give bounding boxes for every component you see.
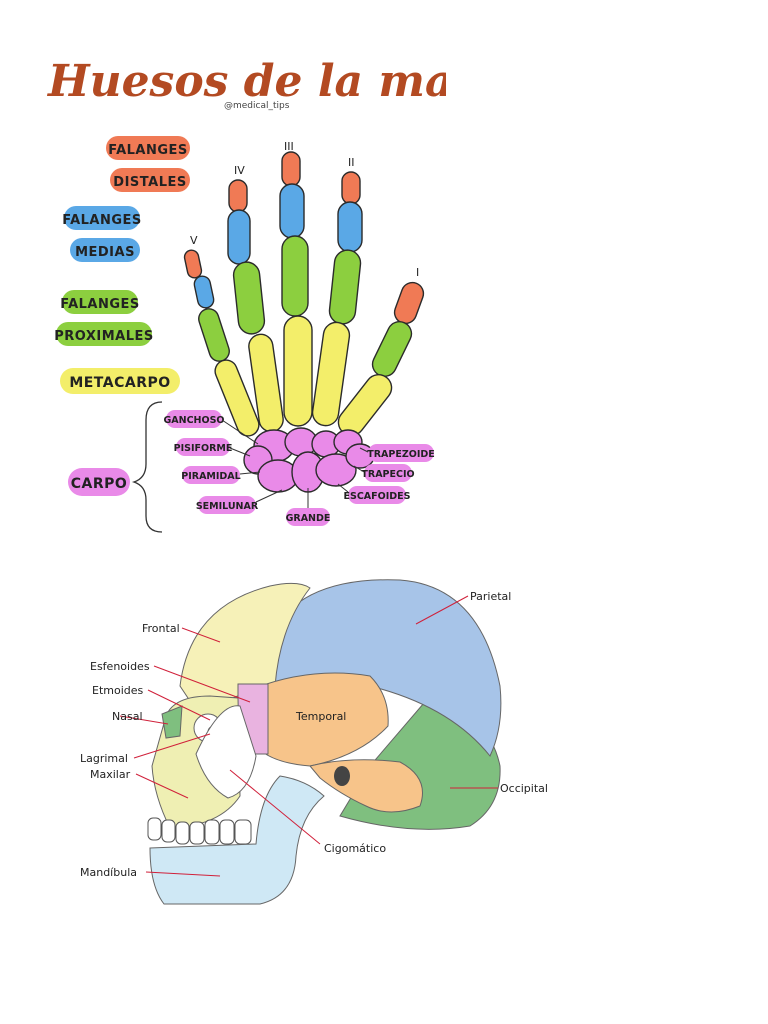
legend-metacarpo-label: METACARPO: [69, 375, 170, 391]
skull-leader-lines: [119, 595, 498, 877]
label-occipital: Occipital: [500, 782, 548, 795]
label-escafoides: ESCAFOIDES: [344, 491, 411, 502]
carpal-labels: GANCHOSO PISIFORME PIRAMIDAL SEMILUNAR G…: [163, 410, 435, 526]
legend-falanges-2: FALANGES: [62, 213, 142, 228]
label-trapezoide: TRAPEZOIDE: [367, 449, 434, 460]
legend-distales: DISTALES: [113, 175, 186, 190]
numeral-v: V: [190, 234, 198, 247]
legend-falanges-1: FALANGES: [108, 143, 188, 158]
hand-svg: Huesos de la mano @medical_tips FALANGES…: [46, 56, 446, 533]
finger-iii: [279, 151, 313, 427]
hand-credit: @medical_tips: [224, 101, 290, 111]
carpal-cluster: [243, 427, 375, 493]
finger-i: [337, 281, 425, 437]
legend-proximal: FALANGES PROXIMALES: [54, 290, 154, 346]
finger-ii: [311, 171, 363, 427]
label-lagrimal: Lagrimal: [80, 752, 128, 765]
legend-distal: FALANGES DISTALES: [106, 136, 190, 192]
ear-canal: [334, 766, 350, 786]
label-etmoides: Etmoides: [92, 684, 144, 697]
label-frontal: Frontal: [142, 622, 180, 635]
label-piramidal: PIRAMIDAL: [181, 471, 240, 482]
label-mandibula: Mandíbula: [80, 866, 137, 879]
skull-bones-diagram: Frontal Esfenoides Etmoides Nasal Lagrim…: [70, 566, 570, 914]
numeral-iv: IV: [234, 164, 245, 177]
hand-bones-diagram: Huesos de la mano @medical_tips FALANGES…: [46, 40, 446, 536]
skull-svg: Frontal Esfenoides Etmoides Nasal Lagrim…: [80, 579, 548, 905]
carpo-brace: [131, 401, 163, 533]
hand-title: Huesos de la mano: [46, 56, 446, 107]
legend-medias: MEDIAS: [75, 245, 135, 260]
numeral-iii: III: [284, 140, 294, 153]
legend-carpo-label: CARPO: [71, 476, 128, 492]
legend-metacarpo: METACARPO: [60, 368, 180, 394]
label-pisiforme: PISIFORME: [174, 443, 233, 454]
label-grande: GRANDE: [286, 513, 331, 524]
label-semilunar: SEMILUNAR: [196, 501, 259, 512]
bone-temporal: [249, 672, 389, 767]
numeral-i: I: [416, 266, 419, 279]
legend-media: FALANGES MEDIAS: [62, 206, 142, 262]
label-trapecio: TRAPECIO: [361, 469, 414, 480]
label-maxilar: Maxilar: [90, 768, 131, 781]
label-temporal: Temporal: [295, 710, 346, 723]
bone-mandible: [149, 775, 325, 905]
label-parietal: Parietal: [470, 590, 511, 603]
finger-v: [183, 249, 260, 437]
numeral-ii: II: [348, 156, 355, 169]
legend-proximales: PROXIMALES: [54, 329, 154, 344]
finger-iv: [227, 179, 284, 433]
label-esfenoides: Esfenoides: [90, 660, 150, 673]
bone-nasal: [161, 705, 183, 739]
label-ganchoso: GANCHOSO: [163, 415, 224, 426]
bone-temporal-lower: [309, 759, 423, 813]
bone-zygomatic: [195, 705, 257, 799]
label-cigomatico: Cigomático: [324, 842, 386, 855]
legend-carpo: CARPO: [68, 468, 130, 496]
legend-falanges-3: FALANGES: [60, 297, 140, 312]
teeth: [147, 817, 252, 845]
label-nasal: Nasal: [112, 710, 143, 723]
